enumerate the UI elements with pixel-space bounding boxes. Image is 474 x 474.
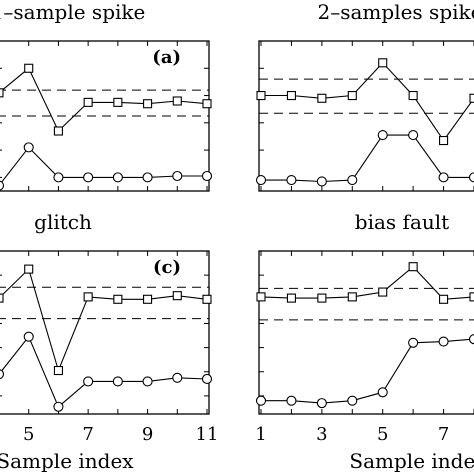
panel-a-circle-marker xyxy=(0,180,5,191)
panel-c-circle-marker xyxy=(172,372,183,383)
panel-c-square-marker xyxy=(113,294,123,304)
panel-c-xtick-label: 5 xyxy=(23,424,34,445)
panel-d-square-marker xyxy=(286,293,296,303)
panel-d-xtick-label: 7 xyxy=(438,424,449,445)
panel-d-circle-marker xyxy=(316,398,327,409)
panel-c-label: (c) xyxy=(153,257,181,278)
panel-a-title: 1–sample spike xyxy=(0,0,145,24)
panel-a-square-marker xyxy=(113,97,123,107)
panel-a-square-marker xyxy=(83,97,93,107)
panel-b: 2–samples spike xyxy=(318,0,474,24)
panel-b-circle-marker xyxy=(377,130,388,141)
panel-a-square-marker xyxy=(172,96,182,106)
panel-b-square-marker xyxy=(317,93,327,103)
panel-c-circle-marker xyxy=(83,376,94,387)
panel-b-square-marker xyxy=(347,90,357,101)
panel-c-xtick-label: 9 xyxy=(142,424,153,445)
panel-a-square-marker xyxy=(53,126,63,136)
panel-d-circle-marker xyxy=(347,395,358,406)
panel-c-xtick-label: 7 xyxy=(82,424,93,445)
panel-b-series-square-line xyxy=(261,61,474,142)
panel-c-series-square-line xyxy=(0,268,208,373)
panel-a: 1–sample spike (a) xyxy=(0,0,181,68)
panel-d-xtick-label: 5 xyxy=(377,424,388,445)
panel-b-title: 2–samples spike xyxy=(318,0,474,24)
panel-d-xtick-label: 3 xyxy=(316,424,327,445)
panel-b-circle-marker xyxy=(255,175,267,186)
panel-c-square-marker xyxy=(202,294,212,304)
panel-c-square-marker xyxy=(0,293,4,303)
panel-a-square-marker xyxy=(202,99,212,109)
panel-d-circle-marker xyxy=(286,395,297,406)
panel-b-circle-marker xyxy=(408,130,419,141)
panel-b-circle-marker xyxy=(468,172,474,183)
panel-a-circle-marker xyxy=(53,172,64,183)
panel-c-circle-marker xyxy=(112,376,123,387)
panel-c-circle-marker xyxy=(53,401,64,412)
panel-a-circle-marker xyxy=(172,170,183,182)
panel-b-circle-marker xyxy=(438,172,449,183)
panel-d-square-marker xyxy=(347,292,357,302)
panel-c-series-circle-line xyxy=(0,335,208,408)
panel-c-square-marker xyxy=(24,264,34,274)
panel-c-square-marker xyxy=(143,294,153,304)
panel-a-square-marker xyxy=(143,99,153,109)
panel-c-square-marker xyxy=(172,291,182,301)
panel-d-square-marker xyxy=(256,292,266,302)
panel-d-square-marker xyxy=(439,294,449,304)
panel-c: glitch (c) Sample index xyxy=(0,210,181,473)
panel-c-circle-marker xyxy=(201,373,213,385)
panel-b-square-marker xyxy=(286,90,296,101)
panel-d-square-marker xyxy=(317,293,327,303)
panel-a-circle-marker xyxy=(112,172,123,183)
panel-b-circle-marker xyxy=(316,176,327,187)
panel-c-circle-marker xyxy=(142,376,153,387)
panel-b-frame xyxy=(258,40,474,192)
panel-d-xtick-label: 1 xyxy=(255,424,266,445)
panel-d-xlabel: Sample index xyxy=(349,449,474,473)
panel-d-frame xyxy=(258,250,474,415)
panel-b-circle-marker xyxy=(286,175,297,186)
panel-a-square-marker xyxy=(0,88,4,98)
panel-b-square-marker xyxy=(408,90,418,101)
panel-d-circle-marker xyxy=(438,336,449,347)
panel-d: bias fault Sample index xyxy=(349,210,474,473)
panel-d-circle-marker xyxy=(255,395,267,406)
panel-b-square-marker xyxy=(378,58,388,68)
panel-d-circle-marker xyxy=(408,337,419,348)
panel-c-circle-marker xyxy=(23,331,34,342)
panel-b-series-circle-line xyxy=(261,134,474,183)
panel-c-title: glitch xyxy=(34,210,92,234)
panel-d-square-marker xyxy=(408,262,418,272)
panel-a-circle-marker xyxy=(83,172,94,183)
panel-d-circle-marker xyxy=(377,387,388,398)
panel-a-circle-marker xyxy=(201,170,213,182)
panel-a-circle-marker xyxy=(23,142,34,153)
panel-c-square-marker xyxy=(53,365,63,376)
panel-d-square-marker xyxy=(469,292,474,302)
panel-b-square-marker xyxy=(256,90,266,101)
panel-b-square-marker xyxy=(439,135,449,146)
panel-d-circle-marker xyxy=(468,334,474,345)
panel-a-square-marker xyxy=(24,63,34,73)
panel-c-square-marker xyxy=(83,292,93,302)
panel-b-square-marker xyxy=(469,93,474,103)
panel-a-label: (a) xyxy=(152,47,181,68)
panel-d-series-square-line xyxy=(260,265,474,300)
panel-a-circle-marker xyxy=(142,172,153,183)
panel-d-series-circle-line xyxy=(261,338,474,404)
panel-c-xtick-label: 11 xyxy=(196,424,219,445)
panel-c-xlabel: Sample index xyxy=(0,449,134,473)
panel-a-series-square-line xyxy=(0,67,208,132)
panel-c-frame xyxy=(0,250,210,415)
panel-c-circle-marker xyxy=(0,369,5,380)
panel-d-square-marker xyxy=(378,287,388,297)
panel-d-title: bias fault xyxy=(355,210,449,234)
panel-b-circle-marker xyxy=(347,175,358,186)
